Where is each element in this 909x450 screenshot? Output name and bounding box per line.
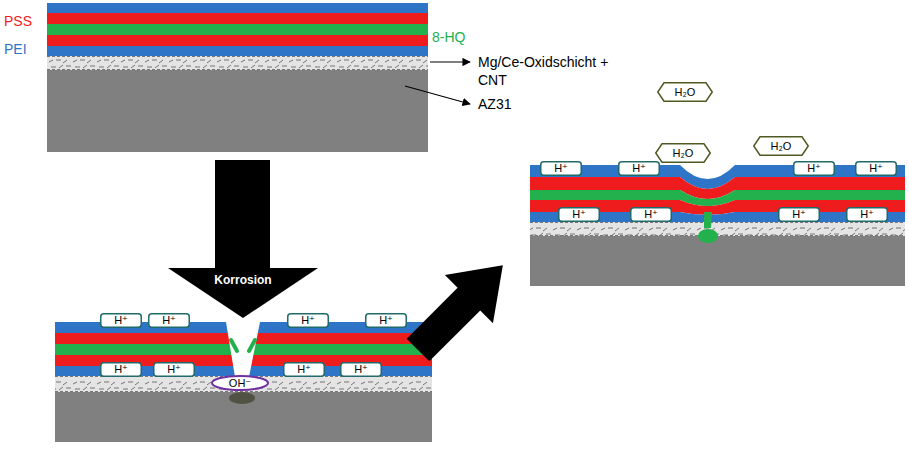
layer-name: Mg/Ce-Oxidschicht + CNT xyxy=(478,53,612,89)
water-hexagon: H₂O xyxy=(655,143,711,163)
node-text: H⁺ xyxy=(297,363,311,376)
node-text: H⁺ xyxy=(792,208,806,221)
node-text: H⁺ xyxy=(554,162,568,175)
proton-box: H⁺ xyxy=(846,207,888,222)
node-text: H⁺ xyxy=(860,208,874,221)
node-text: H⁺ xyxy=(167,363,181,376)
proton-box: H⁺ xyxy=(153,362,195,377)
block-arrow xyxy=(168,160,318,318)
node-text: H⁺ xyxy=(379,314,393,327)
layer-name: 8-HQ xyxy=(432,28,465,46)
leader-arrow xyxy=(405,86,470,104)
proton-box: H⁺ xyxy=(100,362,142,377)
node-text: H₂O xyxy=(771,140,792,152)
proton-box: H⁺ xyxy=(287,313,329,328)
layer-stack xyxy=(47,3,428,152)
leader-arrow xyxy=(430,61,470,62)
node-text: H⁺ xyxy=(807,162,821,175)
proton-box: H⁺ xyxy=(793,161,835,176)
proton-box: H⁺ xyxy=(558,207,600,222)
node-text: H⁺ xyxy=(162,314,176,327)
node-text: H⁺ xyxy=(114,314,128,327)
hydroxide-ellipse: OH⁻ xyxy=(211,375,269,391)
layer-name: PSS xyxy=(4,12,32,30)
proton-box: H⁺ xyxy=(855,161,897,176)
node-text: H⁺ xyxy=(354,363,368,376)
layer-name: PEI xyxy=(4,40,27,58)
proton-box: H⁺ xyxy=(618,161,660,176)
proton-box: H⁺ xyxy=(148,313,190,328)
node-text: H₂O xyxy=(675,86,696,98)
water-hexagon: H₂O xyxy=(657,82,713,102)
node-text: H⁺ xyxy=(572,208,586,221)
block-arrow xyxy=(394,241,527,374)
node-text: H⁺ xyxy=(869,162,883,175)
proton-box: H⁺ xyxy=(283,362,325,377)
layer-stack xyxy=(530,165,905,286)
proton-box: H⁺ xyxy=(365,313,407,328)
layer-stack xyxy=(55,322,432,442)
node-text: OH⁻ xyxy=(229,377,251,390)
water-hexagon: H₂O xyxy=(753,136,809,156)
proton-box: H⁺ xyxy=(540,161,582,176)
node-text: H₂O xyxy=(673,147,694,159)
node-text: H⁺ xyxy=(632,162,646,175)
proton-box: H⁺ xyxy=(778,207,820,222)
proton-box: H⁺ xyxy=(630,207,672,222)
node-text: H⁺ xyxy=(301,314,315,327)
substrate-name: AZ31 xyxy=(478,95,511,113)
proton-box: H⁺ xyxy=(340,362,382,377)
proton-box: H⁺ xyxy=(100,313,142,328)
arrow-label: Korrosion xyxy=(214,273,271,289)
node-text: H⁺ xyxy=(644,208,658,221)
node-text: H⁺ xyxy=(114,363,128,376)
